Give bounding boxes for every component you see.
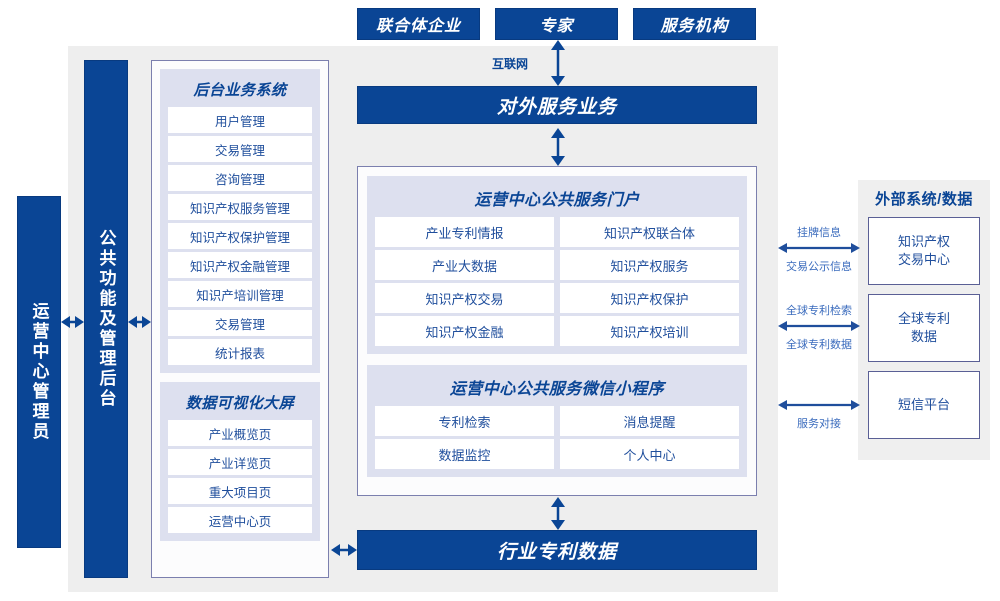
list-item[interactable]: 统计报表 bbox=[168, 339, 312, 365]
top-actor-label: 服务机构 bbox=[660, 18, 729, 35]
list-item[interactable]: 产业概览页 bbox=[168, 420, 312, 446]
list-item[interactable]: 知识产培训管理 bbox=[168, 281, 312, 307]
service-to-portal-arrow bbox=[548, 128, 568, 166]
miniprogram-title: 运营中心公共服务微信小程序 bbox=[449, 381, 665, 398]
top-actor-service-org[interactable]: 服务机构 bbox=[633, 8, 756, 40]
miniprogram-item[interactable]: 专利检索 bbox=[375, 406, 554, 436]
portal-item[interactable]: 产业专利情报 bbox=[375, 217, 554, 247]
external-box-global-patent-data[interactable]: 全球专利 数据 bbox=[868, 294, 980, 362]
list-item[interactable]: 重大项目页 bbox=[168, 478, 312, 504]
admin-to-backend-arrow bbox=[61, 312, 84, 332]
portal-grid: 产业专利情报 知识产权联合体 产业大数据 知识产权服务 知识产权交易 知识产权保… bbox=[375, 217, 739, 346]
top-actor-label: 专家 bbox=[539, 18, 574, 35]
miniprogram-item[interactable]: 个人中心 bbox=[560, 439, 739, 469]
portal-item[interactable]: 知识产权培训 bbox=[560, 316, 739, 346]
portal-item[interactable]: 知识产权联合体 bbox=[560, 217, 739, 247]
portal-title: 运营中心公共服务门户 bbox=[474, 192, 640, 209]
visualization-title: 数据可视化大屏 bbox=[185, 395, 295, 412]
miniprogram-grid: 专利检索 消息提醒 数据监控 个人中心 bbox=[375, 406, 739, 469]
industry-patent-data-label: 行业专利数据 bbox=[496, 541, 617, 563]
portal-item[interactable]: 产业大数据 bbox=[375, 250, 554, 280]
external-box-label: 全球专利 数据 bbox=[897, 311, 950, 344]
external-connector-1-arrow bbox=[778, 240, 860, 256]
list-item[interactable]: 交易管理 bbox=[168, 310, 312, 336]
list-item[interactable]: 咨询管理 bbox=[168, 165, 312, 191]
industry-patent-data-bar[interactable]: 行业专利数据 bbox=[357, 530, 757, 570]
visualization-list: 产业概览页 产业详览页 重大项目页 运营中心页 bbox=[168, 420, 312, 533]
backend-to-industry-data-arrow bbox=[331, 540, 357, 560]
list-item[interactable]: 用户管理 bbox=[168, 107, 312, 133]
backend-system-group: 后台业务系统 用户管理 交易管理 咨询管理 知识产权服务管理 知识产权保护管理 … bbox=[160, 69, 320, 373]
external-connector-3-label-below: 服务对接 bbox=[797, 418, 841, 430]
list-item[interactable]: 运营中心页 bbox=[168, 507, 312, 533]
external-connector-2-label-above: 全球专利检索 bbox=[786, 305, 852, 317]
list-item[interactable]: 知识产权服务管理 bbox=[168, 194, 312, 220]
miniprogram-group: 运营中心公共服务微信小程序 专利检索 消息提醒 数据监控 个人中心 bbox=[367, 365, 747, 477]
external-systems-title: 外部系统/数据 bbox=[875, 191, 973, 208]
miniprogram-item[interactable]: 数据监控 bbox=[375, 439, 554, 469]
list-item[interactable]: 产业详览页 bbox=[168, 449, 312, 475]
portal-item[interactable]: 知识产权交易 bbox=[375, 283, 554, 313]
external-box-ip-trading-center[interactable]: 知识产权 交易中心 bbox=[868, 217, 980, 285]
external-connector-3-arrow bbox=[778, 397, 860, 413]
external-box-label: 知识产权 交易中心 bbox=[897, 234, 950, 267]
external-systems-panel: 外部系统/数据 知识产权 交易中心 全球专利 数据 短信平台 bbox=[858, 180, 990, 460]
external-connector-2-label-below: 全球专利数据 bbox=[786, 339, 852, 351]
internet-arrow bbox=[548, 40, 568, 86]
role-label: 运营中心管理员 bbox=[29, 302, 49, 442]
role-operation-center-admin[interactable]: 运营中心管理员 bbox=[17, 196, 61, 548]
backend-system-list: 用户管理 交易管理 咨询管理 知识产权服务管理 知识产权保护管理 知识产权金融管… bbox=[168, 107, 312, 365]
backend-to-systems-arrow bbox=[128, 312, 151, 332]
portal-item[interactable]: 知识产权金融 bbox=[375, 316, 554, 346]
list-item[interactable]: 交易管理 bbox=[168, 136, 312, 162]
visualization-group: 数据可视化大屏 产业概览页 产业详览页 重大项目页 运营中心页 bbox=[160, 382, 320, 541]
public-service-card: 运营中心公共服务门户 产业专利情报 知识产权联合体 产业大数据 知识产权服务 知… bbox=[357, 166, 757, 496]
portal-item[interactable]: 知识产权保护 bbox=[560, 283, 739, 313]
list-item[interactable]: 知识产权金融管理 bbox=[168, 252, 312, 278]
list-item[interactable]: 知识产权保护管理 bbox=[168, 223, 312, 249]
top-actor-union-enterprise[interactable]: 联合体企业 bbox=[357, 8, 480, 40]
portal-group: 运营中心公共服务门户 产业专利情报 知识产权联合体 产业大数据 知识产权服务 知… bbox=[367, 176, 747, 354]
backend-systems-card: 后台业务系统 用户管理 交易管理 咨询管理 知识产权服务管理 知识产权保护管理 … bbox=[151, 60, 329, 578]
top-actor-label: 联合体企业 bbox=[375, 18, 461, 35]
external-service-bar[interactable]: 对外服务业务 bbox=[357, 86, 757, 124]
role-public-function-backend[interactable]: 公共功能及管理后台 bbox=[84, 60, 128, 578]
internet-label: 互联网 bbox=[492, 57, 529, 71]
external-connector-1-label-below: 交易公示信息 bbox=[786, 261, 852, 273]
backend-system-title: 后台业务系统 bbox=[193, 82, 287, 99]
external-connector-2-arrow bbox=[778, 318, 860, 334]
portal-item[interactable]: 知识产权服务 bbox=[560, 250, 739, 280]
external-box-label: 短信平台 bbox=[897, 397, 950, 413]
role-label: 公共功能及管理后台 bbox=[96, 229, 116, 409]
external-service-label: 对外服务业务 bbox=[496, 96, 617, 118]
top-actor-expert[interactable]: 专家 bbox=[495, 8, 618, 40]
miniprogram-item[interactable]: 消息提醒 bbox=[560, 406, 739, 436]
portal-to-industry-data-arrow bbox=[548, 497, 568, 530]
external-box-sms-platform[interactable]: 短信平台 bbox=[868, 371, 980, 439]
external-connector-1-label-above: 挂牌信息 bbox=[797, 227, 841, 239]
